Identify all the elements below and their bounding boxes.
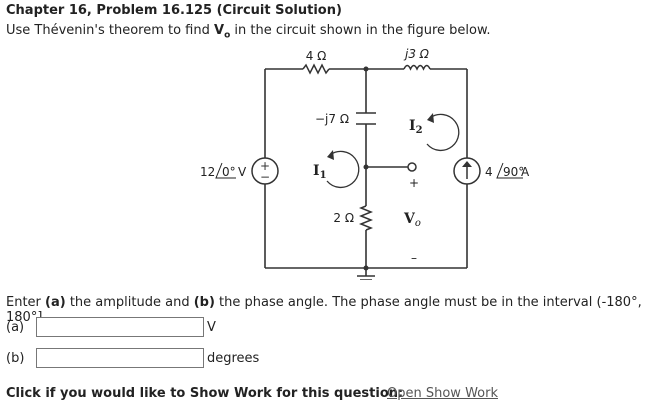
output-plus: + bbox=[409, 176, 419, 190]
capacitor-label: −j7 Ω bbox=[315, 112, 349, 126]
resistor-2-ohm-label: 2 Ω bbox=[333, 211, 354, 225]
capacitor-minus-j7-ohm bbox=[356, 112, 376, 125]
mesh-arrow-i2-head bbox=[427, 113, 434, 123]
junction-mid bbox=[363, 164, 369, 170]
mesh-arrow-i1 bbox=[326, 150, 360, 188]
mesh-label-i1: I1 bbox=[313, 163, 327, 181]
target-variable: Vo bbox=[214, 23, 231, 41]
current-source-angle-symbol bbox=[496, 162, 523, 179]
mesh-label-i2: I2 bbox=[409, 118, 423, 136]
svg-text:12: 12 bbox=[200, 165, 215, 179]
amplitude-label: (a) bbox=[6, 320, 25, 335]
output-terminal bbox=[407, 162, 417, 172]
svg-text:0°: 0° bbox=[222, 165, 236, 179]
instructions-suffix: in the circuit shown in the figure below… bbox=[230, 23, 491, 38]
amplitude-input[interactable] bbox=[36, 317, 204, 337]
show-work-prompt: Click if you would like to Show Work for… bbox=[6, 386, 404, 401]
voltage-source-angle-symbol bbox=[215, 162, 236, 179]
resistor-4-ohm bbox=[302, 63, 330, 75]
phase-input[interactable] bbox=[36, 348, 204, 368]
svg-text:90°: 90° bbox=[503, 165, 524, 179]
svg-text:V: V bbox=[238, 165, 247, 179]
junction-bottom bbox=[363, 265, 369, 271]
phase-label: (b) bbox=[6, 351, 25, 366]
mesh-arrow-i1-head bbox=[327, 150, 334, 160]
inductor-j3-ohm-label: j3 Ω bbox=[403, 47, 430, 61]
open-show-work-link[interactable]: Open Show Work bbox=[387, 386, 498, 401]
voltage-source-value: 12 0° V bbox=[200, 165, 247, 179]
problem-title: Chapter 16, Problem 16.125 (Circuit Solu… bbox=[6, 3, 342, 18]
ground-symbol bbox=[357, 275, 375, 280]
output-minus: – bbox=[411, 251, 417, 265]
mesh-arrow-i2 bbox=[426, 113, 460, 151]
instructions-prefix: Use Thévenin's theorem to find bbox=[6, 23, 214, 38]
junction-top bbox=[363, 66, 369, 72]
output-voltage-label: Vo bbox=[403, 211, 421, 229]
resistor-2-ohm bbox=[358, 205, 374, 231]
svg-text:4: 4 bbox=[485, 165, 493, 179]
answer-instructions: Enter (a) the amplitude and (b) the phas… bbox=[6, 295, 642, 325]
voltage-source-minus: − bbox=[260, 170, 270, 184]
inductor-j3-ohm bbox=[403, 64, 431, 71]
voltage-source-plus: + bbox=[260, 159, 270, 173]
current-source-value: 4 90° A bbox=[485, 165, 530, 179]
amplitude-unit: V bbox=[207, 320, 216, 335]
circuit-diagram: + − 4 Ω j3 Ω −j7 Ω 2 Ω 12 0° V 4 90° A I… bbox=[200, 47, 530, 280]
phase-unit: degrees bbox=[207, 351, 260, 366]
problem-instructions: Use Thévenin's theorem to find Vo in the… bbox=[6, 23, 491, 41]
svg-text:A: A bbox=[521, 165, 530, 179]
voltage-source bbox=[251, 157, 279, 185]
resistor-4-ohm-label: 4 Ω bbox=[306, 49, 327, 63]
current-source-arrow-head bbox=[462, 161, 472, 167]
